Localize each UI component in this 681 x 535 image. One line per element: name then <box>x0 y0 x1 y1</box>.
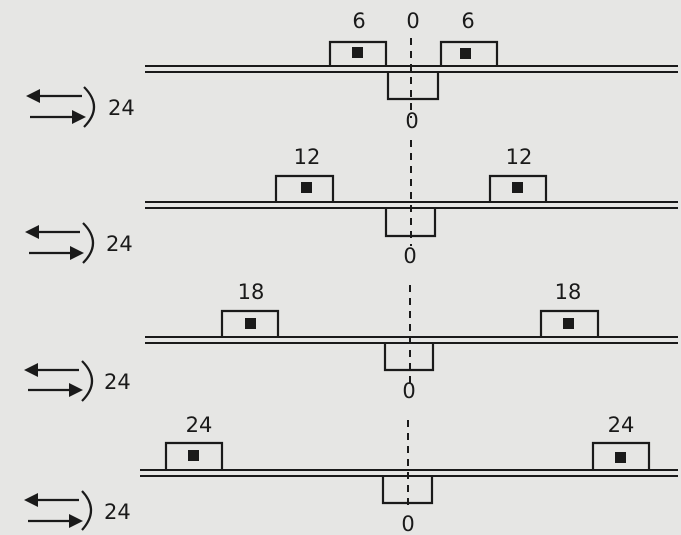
fulcrum-box <box>383 343 435 372</box>
right-weight-box <box>591 441 651 470</box>
left-distance-label: 12 <box>294 145 321 169</box>
left-weight-block <box>352 47 363 58</box>
balance-row-2: 12 12 0 24 <box>25 140 678 268</box>
right-weight-block <box>563 318 574 329</box>
left-distance-label: 6 <box>352 9 365 33</box>
balance-row-1: 6 0 6 0 24 <box>26 9 678 133</box>
right-weight-box <box>439 40 499 66</box>
right-distance-label: 6 <box>461 9 474 33</box>
right-weight-block <box>512 182 523 193</box>
left-weight-block <box>245 318 256 329</box>
torque-label: 24 <box>104 370 131 394</box>
center-bottom-label: 0 <box>403 244 416 268</box>
right-distance-label: 12 <box>506 145 533 169</box>
left-weight-box <box>328 40 388 66</box>
left-weight-box <box>164 441 224 470</box>
fulcrum-box <box>381 476 434 505</box>
left-distance-label: 18 <box>238 280 265 304</box>
balance-row-4: 24 24 0 24 <box>24 413 678 535</box>
right-distance-label: 18 <box>555 280 582 304</box>
double-arrow-icon <box>26 86 96 128</box>
left-weight-box <box>274 174 335 202</box>
double-arrow-icon <box>24 490 93 531</box>
torque-label: 24 <box>108 96 135 120</box>
fulcrum-box <box>384 208 437 238</box>
center-top-label: 0 <box>406 9 419 33</box>
fulcrum-box <box>386 72 440 101</box>
left-weight-box <box>220 309 280 337</box>
right-weight-block <box>460 48 471 59</box>
torque-label: 24 <box>104 500 131 524</box>
right-weight-box <box>539 309 600 337</box>
center-bottom-label: 0 <box>402 379 415 403</box>
double-arrow-icon <box>24 360 94 402</box>
center-bottom-label: 0 <box>401 512 414 535</box>
left-distance-label: 24 <box>186 413 213 437</box>
center-bottom-label: 0 <box>405 109 418 133</box>
balance-row-3: 18 18 0 24 <box>24 280 678 403</box>
torque-label: 24 <box>106 232 133 256</box>
double-arrow-icon <box>25 222 95 264</box>
left-weight-block <box>188 450 199 461</box>
right-weight-box <box>488 174 548 202</box>
right-distance-label: 24 <box>608 413 635 437</box>
left-weight-block <box>301 182 312 193</box>
right-weight-block <box>615 452 626 463</box>
